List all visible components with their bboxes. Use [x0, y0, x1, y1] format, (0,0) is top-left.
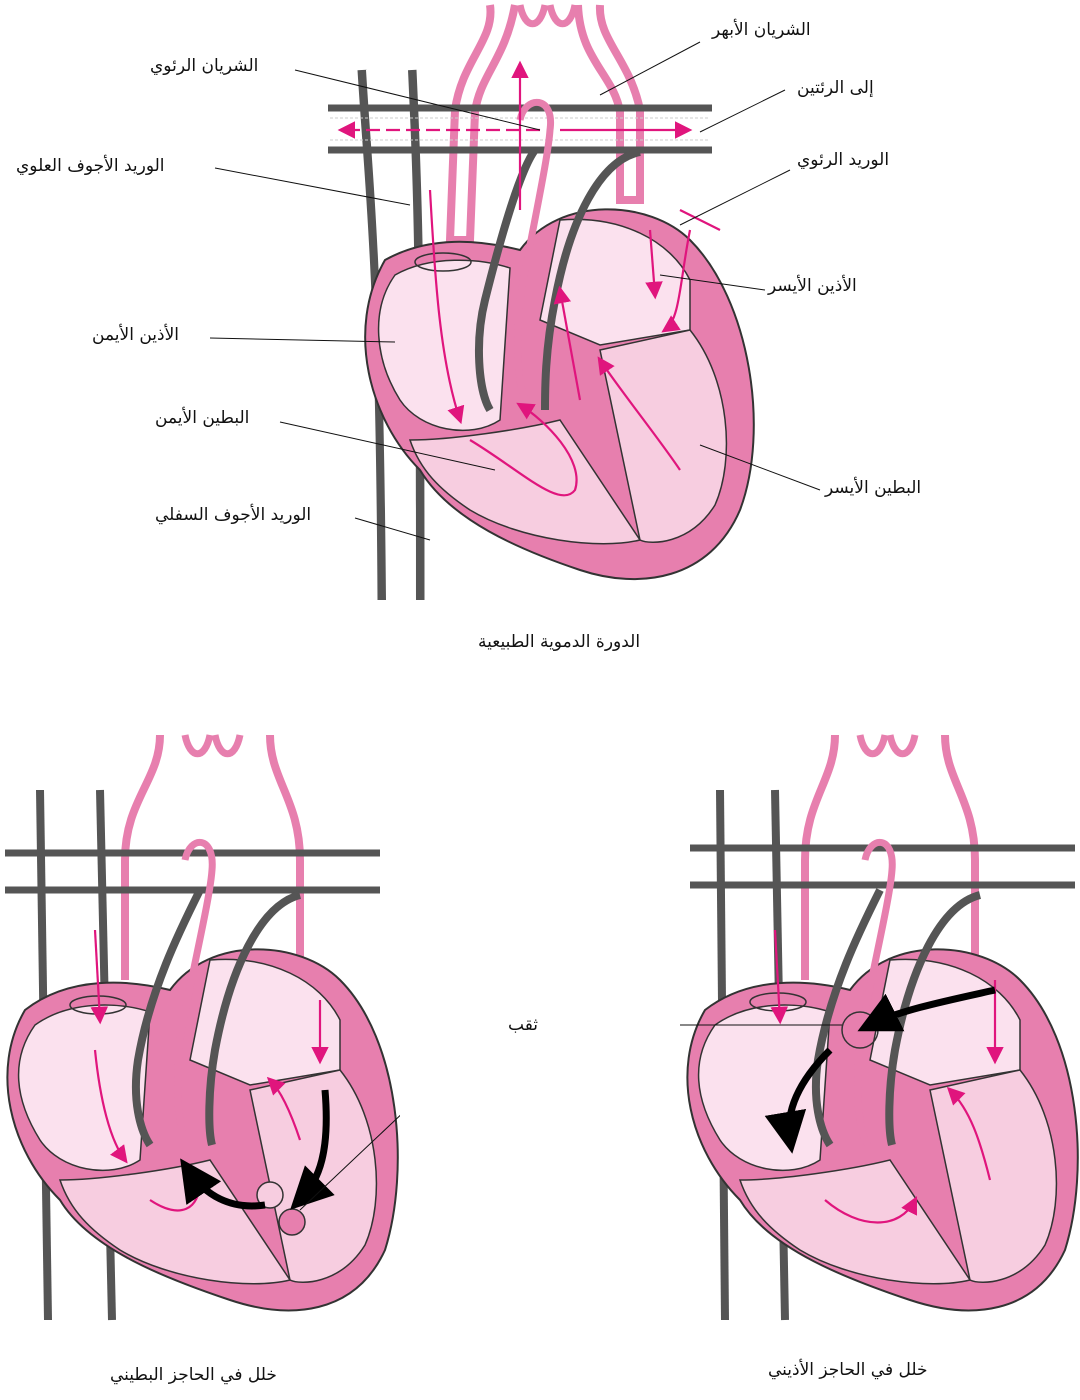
vsd-heart-body — [6, 839, 399, 1312]
label-inferior-vena-cava: الوريد الأجوف السفلي — [155, 505, 312, 525]
label-aorta: الشريان الأبهر — [712, 20, 811, 40]
label-pulmonary-vein: الوريد الرئوي — [797, 150, 890, 170]
vsd-defect-arrows — [180, 1089, 335, 1210]
caption-asd: خلل في الحاجز الأذيني — [768, 1360, 928, 1380]
vsd-hole-leader — [299, 1114, 400, 1211]
label-to-lungs: إلى الرئتين — [797, 78, 874, 98]
asd-heart-body — [686, 839, 1079, 1312]
label-left-atrium: الأذين الأيسر — [768, 276, 857, 296]
label-hole: ثقب — [508, 1015, 539, 1035]
vsd-heart-diagram — [5, 734, 400, 1321]
label-pulmonary-artery: الشريان الرئوي — [150, 56, 259, 76]
normal-aorta — [445, 4, 644, 244]
normal-leader-lines — [209, 41, 821, 541]
normal-flow-arrows — [337, 60, 721, 497]
vsd-flow-arrows — [90, 929, 329, 1212]
label-right-atrium: الأذين الأيمن — [92, 325, 179, 345]
label-right-ventricle: البطين الأيمن — [155, 408, 250, 428]
normal-heart-body — [364, 208, 755, 581]
caption-normal: الدورة الدموية الطبيعية — [478, 632, 641, 652]
caption-vsd: خلل في الحاجز البطيني — [110, 1365, 277, 1385]
label-left-ventricle: البطين الأيسر — [825, 478, 922, 498]
asd-defect-arrows — [764, 986, 996, 1154]
asd-heart-diagram — [680, 734, 1079, 1321]
label-superior-vena-cava: الوريد الأجوف العلوي — [16, 156, 165, 176]
